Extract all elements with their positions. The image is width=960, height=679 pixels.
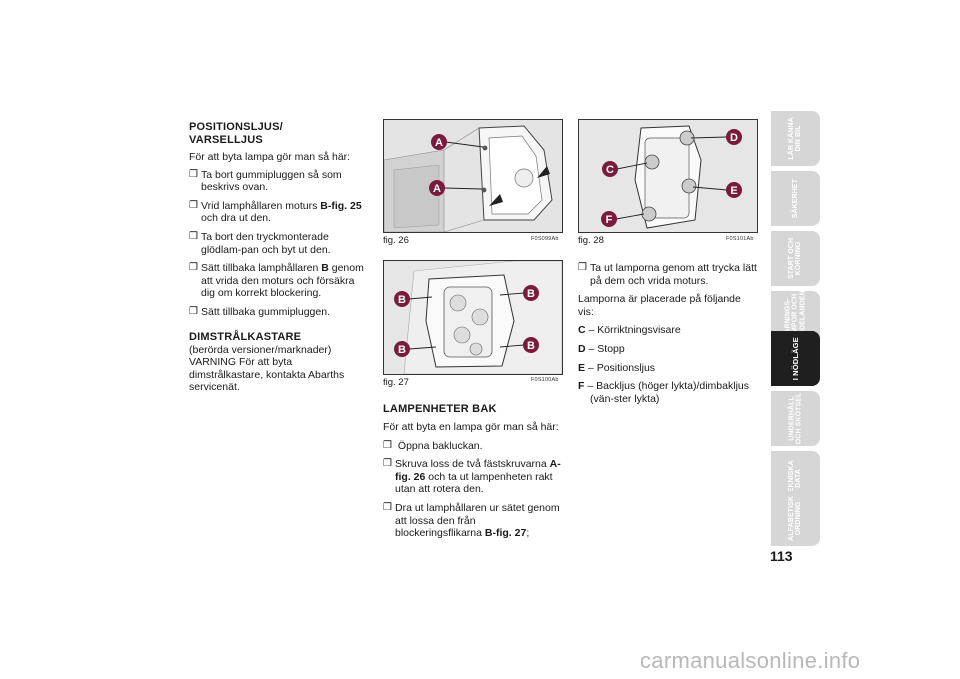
marker-F: F xyxy=(606,214,613,226)
lamp-item: E – Positionsljus xyxy=(578,361,656,374)
middle-column: LAMPENHETER BAK För att byta en lampa gö… xyxy=(383,403,563,546)
heading-subtitle: (berörda versioner/marknader) xyxy=(189,343,332,356)
tab-i-nodlage[interactable]: I NÖDLÄGE xyxy=(771,331,820,386)
marker-D: D xyxy=(730,132,738,144)
marker-C: C xyxy=(606,164,614,176)
figure-26-caption: fig. 26 xyxy=(383,235,409,246)
list-item: ❒Sätt tillbaka gummipluggen. xyxy=(189,305,330,318)
figure-26-image: A A xyxy=(383,119,563,233)
figure-27-caption: fig. 27 xyxy=(383,377,409,388)
heading-varselljus: VARSELLJUS xyxy=(189,134,263,146)
list-item: ❒Ta bort den tryckmonterade glödlam-pan … xyxy=(189,230,331,256)
page-number: 113 xyxy=(770,548,793,564)
marker-B: B xyxy=(527,340,535,352)
heading-lampenheter-bak: LAMPENHETER BAK xyxy=(383,403,497,415)
list-item: ❒Skruva loss de två fästskruvarna A-fig.… xyxy=(383,458,561,496)
checkbox-bullet-icon: ❒ xyxy=(189,199,198,211)
list-item: ❒Ta bort gummipluggen så som beskrivs ov… xyxy=(189,168,342,194)
tail-lamp-screws-illustration: A A xyxy=(384,120,562,232)
checkbox-bullet-icon: ❒ xyxy=(189,230,198,242)
checkbox-bullet-icon: ❒ xyxy=(383,501,392,513)
figure-27-image: B B B B xyxy=(383,260,563,375)
lamp-item: C – Körriktningsvisare xyxy=(578,324,681,337)
figure-26-code: F0S099Ab xyxy=(531,236,559,242)
figure-28-image: C D E F xyxy=(578,119,758,233)
checkbox-bullet-icon: ❒ xyxy=(578,262,587,273)
tab-lar-kanna-din-bil[interactable]: LÄR KÄNNA DIN BIL xyxy=(771,111,820,166)
warning-text: VARNING För att byta dimstrålkastare, ko… xyxy=(189,356,345,394)
tab-start-och-korning[interactable]: START OCH KÖRNING xyxy=(771,231,820,286)
marker-A: A xyxy=(435,137,443,149)
checkbox-bullet-icon: ❒ xyxy=(189,305,198,317)
checkbox-bullet-icon: ❒ xyxy=(189,262,198,274)
intro-text: För att byta en lampa gör man så här: xyxy=(383,421,559,433)
lamp-item: F – Backljus (höger lykta)/dimbakljus (v… xyxy=(578,380,749,405)
checkbox-bullet-icon: ❒ xyxy=(383,458,392,470)
right-column: ❒Ta ut lamporna genom att trycka lätt på… xyxy=(578,262,758,405)
intro-text: Lamporna är placerade på följande vis: xyxy=(578,293,741,318)
intro-text: För att byta lampa gör man så här: xyxy=(189,151,351,163)
list-item: ❒Vrid lamphållaren moturs B-fig. 25 och … xyxy=(189,199,362,225)
marker-E: E xyxy=(730,185,737,197)
marker-B: B xyxy=(398,294,406,306)
checkbox-bullet-icon: ❒ xyxy=(189,168,198,180)
tab-alfabetisk-ordning[interactable]: ALFABETISK ORDNING xyxy=(771,491,820,546)
marker-B: B xyxy=(527,288,535,300)
lamp-holder-tabs-illustration: B B B B xyxy=(384,261,562,374)
figure-28-code: F0S101Ab xyxy=(726,236,754,242)
figure-27-code: F0S100Ab xyxy=(531,377,559,383)
heading-dimstralkastare: DIMSTRÅLKASTARE xyxy=(189,330,302,343)
checkbox-bullet-icon: ❒ xyxy=(383,439,392,451)
tab-sakerhet[interactable]: SÄKERHET xyxy=(771,171,820,226)
list-item: ❒Ta ut lamporna genom att trycka lätt på… xyxy=(578,262,757,287)
marker-A: A xyxy=(433,183,441,195)
lamp-item: D – Stopp xyxy=(578,342,625,355)
marker-B: B xyxy=(398,344,406,356)
list-item: ❒Sätt tillbaka lamphållaren B genom att … xyxy=(189,262,364,300)
list-item: ❒Dra ut lamphållaren ur sätet genom att … xyxy=(383,501,560,540)
rear-lamp-bulbs-illustration: C D E F xyxy=(579,120,757,232)
tab-underhall-och-skotsel[interactable]: UNDERHÅLL OCH SKÖTSEL xyxy=(771,391,820,446)
left-column: POSITIONSLJUS/ VARSELLJUS För att byta l… xyxy=(189,121,367,394)
watermark: carmanualsonline.info xyxy=(640,648,861,673)
heading-positionsljus: POSITIONSLJUS/ xyxy=(189,121,283,133)
figure-28-caption: fig. 28 xyxy=(578,235,604,246)
list-item: ❒ Öppna bakluckan. xyxy=(383,439,483,452)
